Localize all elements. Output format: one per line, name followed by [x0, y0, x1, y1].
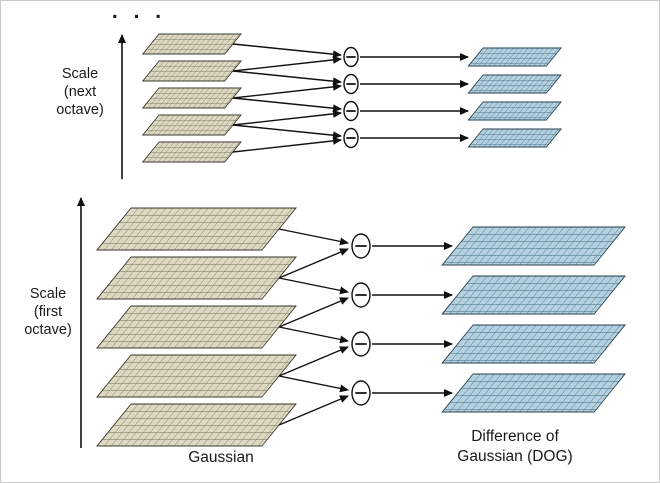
subtract-nodes: [343, 46, 359, 149]
subtract-input-arrow: [278, 248, 349, 279]
gaussian-plane: [95, 207, 297, 251]
subtract-input-arrow: [232, 97, 342, 113]
subtract-input-arrow: [232, 55, 342, 72]
subtract-input-arrow: [232, 136, 342, 153]
dog-plane: [467, 128, 562, 148]
subtract-to-dog-arrows: [372, 242, 453, 397]
subtract-input-arrow: [232, 124, 342, 140]
gaussian-caption: Gaussian: [188, 449, 253, 466]
dog-plane: [441, 275, 626, 315]
subtract-input-arrow: [278, 395, 349, 426]
gaussian-plane-face: [95, 207, 297, 251]
scale-next-line-3: octave): [56, 102, 104, 118]
subtract-node: [351, 233, 371, 259]
subtract-input-arrow: [278, 297, 349, 328]
gaussian-plane-face: [95, 305, 297, 349]
octave-first: Scale (first octave): [24, 197, 626, 448]
gaussian-plane-face: [141, 33, 242, 55]
dog-plane: [467, 101, 562, 121]
subtract-node: [343, 100, 359, 122]
dog-plane-face: [441, 226, 626, 266]
gaussian-plane: [141, 60, 242, 82]
scale-first-label: Scale (first octave): [24, 286, 72, 338]
gaussian-plane-face: [95, 354, 297, 398]
subtract-node: [343, 46, 359, 68]
gaussian-plane: [141, 114, 242, 136]
dog-plane: [467, 74, 562, 94]
scale-first-line-2: (first: [34, 304, 62, 320]
dog-plane: [441, 226, 626, 266]
subtract-input-arrow: [232, 43, 342, 59]
subtract-node: [343, 127, 359, 149]
gaussian-plane: [95, 354, 297, 398]
subtract-node: [351, 380, 371, 406]
subtract-nodes: [351, 233, 371, 406]
dog-plane-face: [467, 101, 562, 121]
subtract-input-arrow: [232, 109, 342, 126]
dog-plane-face: [467, 128, 562, 148]
dog-caption-line-2: Gaussian (DOG): [457, 448, 572, 465]
dog-plane-face: [441, 275, 626, 315]
dog-plane-face: [441, 373, 626, 413]
subtract-input-arrow: [278, 277, 349, 295]
gaussian-plane-face: [141, 141, 242, 163]
gaussian-plane: [95, 403, 297, 447]
gaussian-to-subtract-arrows: [278, 228, 349, 426]
dog-plane-face: [467, 74, 562, 94]
dog-caption-line-1: Difference of: [471, 428, 559, 445]
dog-plane-face: [467, 47, 562, 67]
dog-plane: [441, 373, 626, 413]
gaussian-plane-face: [141, 87, 242, 109]
gaussian-plane-face: [95, 403, 297, 447]
continuation-ellipsis: . . .: [112, 1, 166, 23]
scale-next-label: Scale (next octave): [56, 66, 104, 118]
gaussian-plane: [95, 256, 297, 300]
captions: Gaussian Difference of Gaussian (DOG): [188, 428, 572, 466]
scale-first-line-3: octave): [24, 322, 72, 338]
subtract-node: [343, 73, 359, 95]
subtract-input-arrow: [278, 346, 349, 377]
gaussian-plane: [141, 33, 242, 55]
gaussian-plane-face: [95, 256, 297, 300]
subtract-input-arrow: [232, 82, 342, 99]
gaussian-plane-face: [141, 60, 242, 82]
dog-plane: [441, 324, 626, 364]
gaussian-plane: [141, 141, 242, 163]
subtract-node: [351, 282, 371, 308]
scale-first-line-1: Scale: [30, 286, 66, 302]
subtract-input-arrow: [278, 228, 349, 246]
gaussian-plane: [141, 87, 242, 109]
subtract-node: [351, 331, 371, 357]
dog-plane-face: [441, 324, 626, 364]
scale-next-line-2: (next: [64, 84, 96, 100]
gaussian-to-subtract-arrows: [232, 43, 342, 153]
subtract-input-arrow: [278, 375, 349, 393]
octave-next: . . . Scale (next octave): [56, 1, 562, 179]
scale-next-line-1: Scale: [62, 66, 98, 82]
subtract-to-dog-arrows: [360, 53, 469, 142]
gaussian-plane-face: [141, 114, 242, 136]
dog-plane: [467, 47, 562, 67]
subtract-input-arrow: [232, 70, 342, 86]
gaussian-plane: [95, 305, 297, 349]
subtract-input-arrow: [278, 326, 349, 344]
